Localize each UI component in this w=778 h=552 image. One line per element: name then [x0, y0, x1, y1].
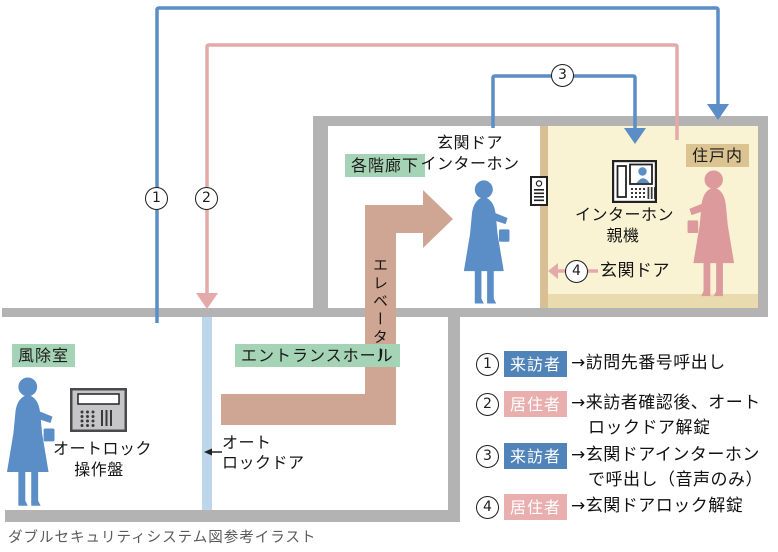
legend-text-2-line2: ロックドア解錠: [588, 418, 711, 438]
legend-number-2: 2: [476, 393, 499, 416]
intercom-main-unit-label-line1: インターホン: [575, 205, 675, 224]
room-tag-entrance-hall: エントランスホール: [235, 344, 400, 367]
elevator-arrowhead: [423, 190, 453, 248]
visitor-figure-corridor: [463, 180, 510, 304]
autolock-panel-label-line1: オートロック: [53, 439, 153, 458]
legend-item-4: 4 居住者 →玄関ドアロック解錠: [476, 494, 743, 520]
legend-actor-badge-visitor: 来訪者: [504, 351, 568, 377]
intercom-main-unit-label: インターホン 親機: [575, 204, 675, 246]
legend-text-2-line1: →来訪者確認後、オート: [571, 393, 761, 413]
flow-line-2: [196, 43, 679, 309]
flow-line-3-arrowhead: [624, 128, 646, 144]
door-intercom-label-line1: 玄関ドア: [436, 133, 503, 152]
door-intercom-label-line2: インターホン: [420, 154, 520, 173]
legend-item-2: 2 居住者 →来訪者確認後、オート ロックドア解錠: [476, 391, 761, 441]
legend-number-1: 1: [476, 353, 499, 376]
autolock-door: [202, 317, 212, 510]
legend-text-4: →玄関ドアロック解錠: [571, 494, 743, 519]
flow-marker-3: 3: [551, 64, 574, 87]
legend-actor-badge-resident: 居住者: [504, 494, 568, 520]
flow-marker-4: 4: [565, 260, 588, 283]
legend-text-1-line1: →訪問先番号呼出し: [571, 353, 726, 373]
visitor-figure-windbreak: [6, 377, 55, 506]
legend-text-3-line1: →玄関ドアインターホン: [571, 445, 760, 465]
dwelling-floor-strip: [548, 294, 758, 308]
autolock-door-label-line2: ロックドア: [222, 453, 305, 472]
entrance-bottom-wall: [5, 510, 460, 522]
legend-text-2: →来訪者確認後、オート ロックドア解錠: [571, 391, 761, 441]
autolock-door-label: オート ロックドア: [222, 433, 305, 473]
autolock-door-label-line1: オート: [222, 433, 272, 452]
legend-actor-badge-visitor: 来訪者: [504, 443, 568, 469]
room-tag-windbreak: 風除室: [12, 344, 76, 367]
autolock-panel-label: オートロック 操作盤: [53, 438, 153, 480]
flow-marker-1: 1: [145, 187, 168, 210]
autolock-panel-label-line2: 操作盤: [74, 460, 124, 479]
dwelling-right-wall: [758, 116, 768, 308]
flow-line-1-arrowhead: [707, 104, 729, 120]
legend-item-1: 1 来訪者 →訪問先番号呼出し: [476, 351, 726, 377]
autolock-door-pointer-arrowhead: [204, 448, 212, 456]
flow-line-1: [155, 6, 729, 323]
legend-text-1: →訪問先番号呼出し: [571, 351, 726, 376]
legend-actor-badge-resident: 居住者: [504, 391, 568, 417]
legend-text-3-line2: で呼出し（音声のみ）: [588, 470, 764, 490]
flow-marker-2: 2: [195, 187, 218, 210]
legend-text-3: →玄関ドアインターホン で呼出し（音声のみ）: [571, 443, 763, 493]
autolock-door-pointer: [204, 448, 222, 456]
door-intercom-icon: [530, 176, 548, 206]
door-intercom-label: 玄関ドア インターホン: [400, 132, 540, 174]
resident-figure: [687, 170, 735, 297]
legend-text-4-line1: →玄関ドアロック解錠: [571, 496, 744, 516]
legend-number-4: 4: [476, 496, 499, 519]
keypad-panel-icon: [70, 388, 127, 432]
diagram-caption: ダブルセキュリティシステム図参考イラスト: [8, 530, 317, 546]
entrance-door-label: 玄関ドア: [600, 261, 670, 281]
intercom-main-unit-label-line2: 親機: [606, 226, 640, 245]
intercom-main-unit-icon: [612, 160, 657, 203]
flow-line-2-arrowhead: [196, 293, 218, 309]
elevator-path: [221, 190, 453, 425]
elevator-label: エレベーター: [371, 257, 389, 365]
room-tag-dwelling-unit: 住戸内: [686, 144, 750, 167]
legend-number-3: 3: [476, 445, 499, 468]
entrance-door-strip: [540, 126, 548, 308]
flow-line-4-arrowhead: [548, 263, 558, 279]
corridor-left-wall: [313, 116, 328, 317]
room-tag-floor-corridor: 各階廊下: [345, 154, 426, 177]
corridor-top-wall: [313, 116, 768, 126]
legend-item-3: 3 来訪者 →玄関ドアインターホン で呼出し（音声のみ）: [476, 443, 763, 493]
entrance-right-wall: [448, 317, 460, 522]
